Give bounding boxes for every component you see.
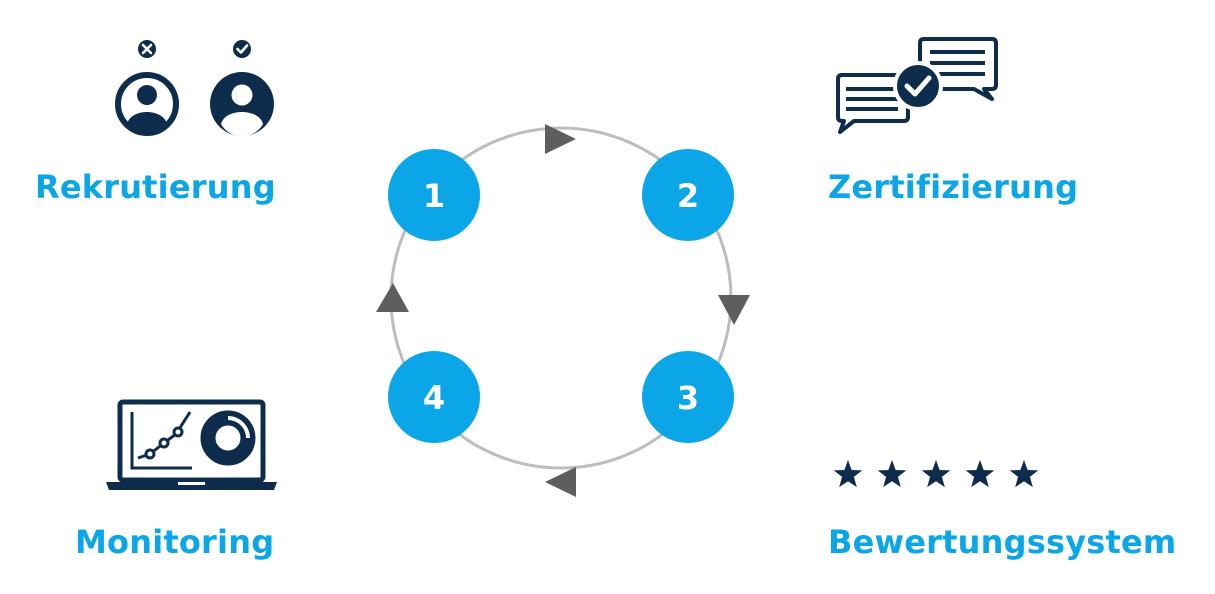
arrow-down-icon [718, 295, 750, 325]
arrow-left-icon [545, 467, 576, 497]
label-certification: Zertifizierung [828, 168, 1079, 206]
step-number-3: 3 [677, 379, 699, 417]
people-select-icon [115, 40, 274, 137]
star-icon [877, 460, 907, 488]
step-node-3: 3 [642, 351, 734, 443]
five-stars-icon [833, 460, 1039, 488]
star-icon [1009, 460, 1039, 488]
star-icon [833, 460, 863, 488]
label-rating-system: Bewertungssystem [828, 523, 1177, 561]
step-number-1: 1 [423, 177, 445, 215]
chat-check-icon [836, 37, 998, 134]
arrow-up-icon [376, 283, 409, 312]
person-filled-icon [210, 72, 274, 137]
step-node-4: 4 [388, 351, 480, 443]
star-icon [965, 460, 995, 488]
step-node-1: 1 [388, 149, 480, 241]
label-recruitment: Rekrutierung [35, 168, 276, 206]
arrow-right-icon [545, 124, 576, 154]
person-outline-icon [115, 72, 179, 136]
check-badge-icon [893, 61, 943, 111]
step-number-2: 2 [677, 177, 699, 215]
step-number-4: 4 [423, 379, 445, 417]
label-monitoring: Monitoring [75, 523, 275, 561]
donut-chart-icon [200, 410, 256, 466]
star-icon [921, 460, 951, 488]
step-node-2: 2 [642, 149, 734, 241]
laptop-chart-icon [106, 399, 277, 490]
